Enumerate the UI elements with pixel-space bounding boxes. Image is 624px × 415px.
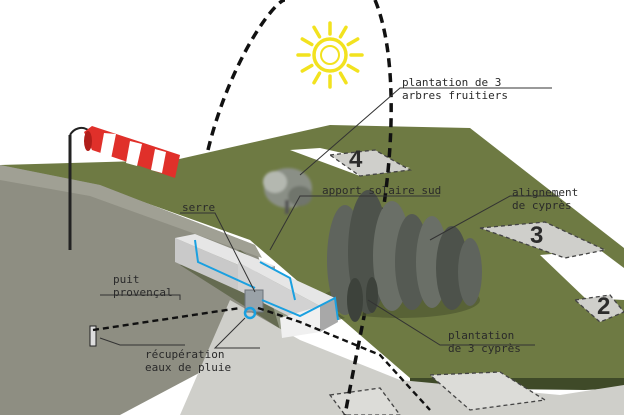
- label-rainwater-line2: eaux de pluie: [145, 361, 232, 374]
- dashed-routes: [92, 306, 431, 411]
- label-greenhouse: serre: [182, 201, 216, 214]
- sun-ray: [338, 25, 348, 39]
- label-cypress-row-line2: de cyprès: [512, 199, 572, 212]
- label-well-line2: provençal: [113, 286, 173, 299]
- label-fruit-trees-line1: plantation de 3: [402, 76, 502, 89]
- sun-ray: [300, 63, 314, 73]
- zone-number-2: 2: [597, 293, 611, 320]
- sun-ray: [300, 37, 314, 47]
- label-rainwater: récupération eaux de pluie: [145, 348, 231, 374]
- sun-ray: [312, 25, 322, 39]
- sun-icon: [296, 21, 364, 89]
- greenhouse-icon: [175, 234, 345, 338]
- label-well: puit provençal: [113, 273, 173, 299]
- leader-lines: [99, 87, 560, 349]
- label-solar-gain: apport solaire sud: [322, 184, 442, 197]
- label-cypress-plant-line2: de 3 cyprès: [448, 342, 521, 355]
- zone-number-3: 3: [530, 222, 544, 249]
- label-cypress-row-line1: alignement: [512, 186, 579, 199]
- label-cypress-row: alignement de cyprès: [512, 186, 578, 212]
- road-strip: [180, 300, 624, 415]
- sun-ray: [312, 71, 322, 85]
- sun-ray: [346, 37, 360, 47]
- sun-ray: [338, 71, 348, 85]
- label-cypress-plant: plantation de 3 cyprès: [448, 329, 521, 355]
- label-fruit-trees: plantation de 3 arbres fruitiers: [402, 76, 508, 102]
- zone-number-4: 4: [349, 146, 363, 173]
- label-fruit-trees-line2: arbres fruitiers: [402, 89, 508, 102]
- label-rainwater-line1: récupération: [145, 348, 225, 361]
- windsock-icon: [68, 126, 180, 250]
- cypress-trees-icon: [320, 190, 482, 322]
- label-cypress-plant-line1: plantation: [448, 329, 515, 342]
- label-well-line1: puit: [113, 273, 140, 286]
- sun-ray: [346, 63, 360, 73]
